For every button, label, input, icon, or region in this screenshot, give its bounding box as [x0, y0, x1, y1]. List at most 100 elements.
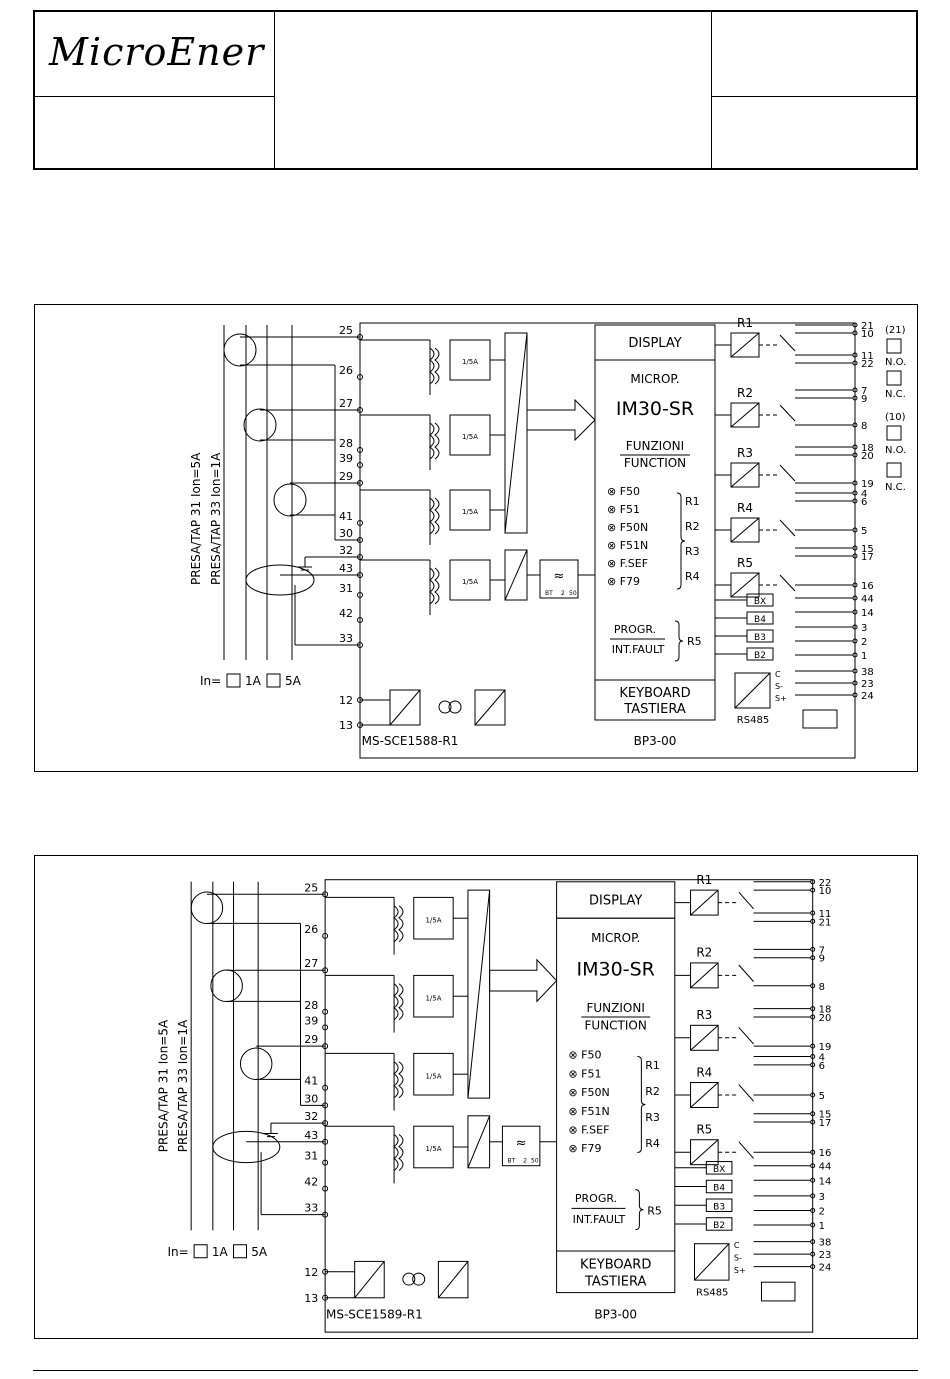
protection-function-5: ⊗ F.SEF: [607, 557, 648, 570]
channel-1-coil-sec: [434, 347, 440, 385]
tap-label-31: PRESA/TAP 31 Ion=5A: [189, 452, 203, 585]
output-terminal-21: [852, 322, 858, 328]
filter-block: [539, 559, 579, 599]
function-relay-R1: R1: [685, 495, 700, 508]
output-terminal-15: [810, 1111, 816, 1117]
filter-label-50: 50: [531, 1158, 539, 1165]
terminal-label-43: 43: [339, 562, 353, 575]
tastiera-label: TASTIERA: [623, 702, 686, 717]
function-brace: [676, 492, 686, 590]
output-relay-R3-contact: [779, 464, 796, 482]
output-terminal-label-24: 24: [819, 1263, 832, 1274]
legend-nc-box-1: [886, 370, 902, 386]
output-terminal-label-10: 10: [861, 329, 874, 340]
channel-2-coil-sec: [398, 983, 404, 1021]
wiring-diagram-1-svg: 252627283929413032433142331/5A1/5A1/5A1/…: [189, 316, 906, 759]
terminal-label-32: 32: [339, 544, 353, 557]
terminal-26: [322, 932, 329, 939]
digital-input-label-B3: B3: [713, 1202, 725, 1212]
terminal-label-41: 41: [339, 510, 353, 523]
power-supply-out: [474, 689, 506, 726]
terminal-41: [322, 1084, 329, 1091]
in-5a-label: 5A: [285, 674, 302, 688]
output-terminal-label-24: 24: [861, 691, 874, 702]
power-supply-in: [354, 1260, 385, 1299]
output-terminal-14: [810, 1177, 816, 1183]
output-relay-R2-contact: [779, 404, 796, 422]
rs485-diag: [734, 672, 771, 709]
output-relay-R5-contact: [738, 1141, 754, 1159]
residual-adc-diagonal: [467, 1115, 491, 1168]
output-terminal-14: [852, 609, 858, 615]
current-transformer-3: [239, 1047, 273, 1081]
output-terminal-label-4: 4: [819, 1053, 825, 1064]
legend-no-box-2: [886, 425, 902, 441]
output-terminal-label-5: 5: [861, 526, 867, 537]
terminal-label-26: 26: [304, 923, 318, 936]
keyboard-box: [556, 1250, 676, 1294]
terminal-42: [322, 1185, 329, 1192]
output-terminal-label-44: 44: [819, 1162, 832, 1173]
channel-1-coil: [429, 347, 435, 385]
filter-symbol: ≈: [554, 569, 565, 584]
intfault-label: INT.FAULT: [573, 1213, 626, 1226]
channel-3-coil: [429, 497, 435, 535]
output-terminal-10: [810, 887, 816, 893]
in-label: In=: [200, 674, 221, 688]
terminal-label-42: 42: [304, 1176, 318, 1189]
in-1a-box: [226, 673, 241, 688]
intfault-label: INT.FAULT: [612, 643, 665, 656]
output-relay-R3-contact: [738, 1027, 754, 1045]
output-terminal-label-9: 9: [819, 954, 825, 965]
output-terminal-6: [852, 498, 858, 504]
output-terminal-4: [810, 1054, 816, 1060]
protection-function-3: ⊗ F50N: [568, 1086, 609, 1099]
output-terminal-23: [852, 680, 858, 686]
output-terminal-11: [810, 910, 816, 916]
progr-label: PROGR.: [575, 1192, 617, 1205]
power-supply-out: [437, 1260, 469, 1299]
rs485-pin-2: S-: [734, 1253, 742, 1262]
channel-1-coil: [393, 905, 399, 943]
output-terminal-label-2: 2: [861, 637, 867, 648]
channel-4-ct-ratio: 1/5A: [425, 1145, 441, 1153]
output-terminal-16: [852, 582, 858, 588]
terminal-label-28: 28: [304, 999, 318, 1012]
channel-4-coil: [393, 1134, 399, 1171]
board-label: BP3-00: [634, 734, 677, 748]
terminal-label-33: 33: [304, 1202, 318, 1215]
output-terminal-9: [810, 955, 816, 961]
protection-function-6: ⊗ F79: [607, 575, 640, 588]
output-terminal-5: [810, 1092, 816, 1098]
output-terminal-6: [810, 1062, 816, 1068]
output-relay-R1-contact: [779, 334, 796, 352]
channel-2-coil: [429, 422, 435, 460]
aux-terminal-label-12: 12: [339, 694, 353, 707]
power-transformer-b: [412, 1272, 426, 1286]
protection-function-1: ⊗ F50: [607, 485, 640, 498]
filter-label-bt: BT: [545, 590, 553, 597]
progr-brace: [635, 1189, 644, 1231]
filter-label-bt: BT: [507, 1158, 515, 1165]
display-label: DISPLAY: [628, 336, 681, 351]
output-terminal-label-17: 17: [861, 552, 874, 563]
channel-3-coil: [393, 1061, 399, 1099]
power-transformer-b: [448, 700, 462, 714]
output-terminal-44: [852, 595, 858, 601]
terminal-31: [322, 1159, 329, 1166]
in-5a-box: [266, 673, 281, 688]
output-relay-R2-label: R2: [737, 386, 753, 400]
output-terminal-label-23: 23: [819, 1250, 832, 1261]
output-relay-R4-diag: [690, 1082, 719, 1108]
output-terminal-21: [810, 918, 816, 924]
title-block-right-divider: [711, 96, 918, 97]
terminal-41: [357, 520, 363, 526]
output-terminal-label-3: 3: [861, 623, 867, 634]
current-transformer-3: [273, 483, 307, 517]
digital-input-label-BX: BX: [754, 597, 766, 607]
output-terminal-24: [810, 1264, 816, 1270]
funzioni-label: FUNZIONI: [587, 1001, 645, 1015]
protection-function-4: ⊗ F51N: [607, 539, 648, 552]
output-terminal-1: [852, 652, 858, 658]
terminal-39: [357, 462, 363, 468]
